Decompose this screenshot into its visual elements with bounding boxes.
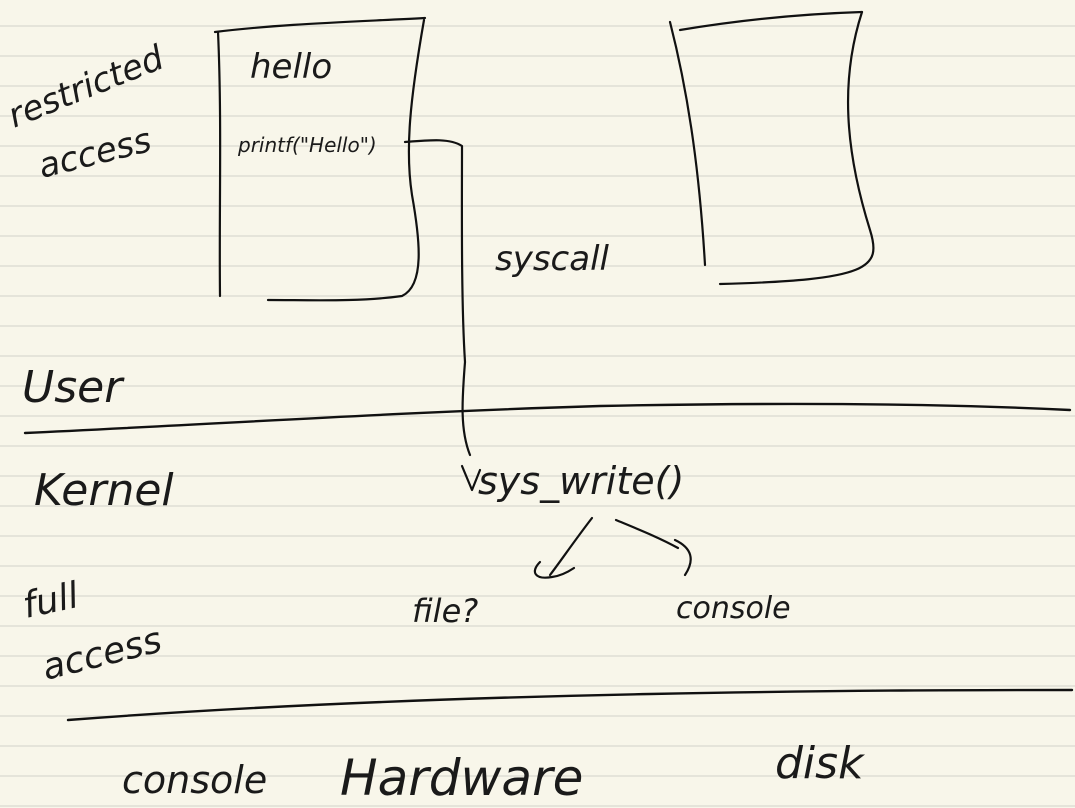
second-program-box (668, 10, 875, 286)
user-layer-label: User (22, 362, 125, 413)
branch-file-label: file? (412, 592, 478, 630)
full-label: full (19, 575, 82, 627)
notebook-ruled-lines (0, 25, 1075, 807)
syscall-label: syscall (495, 239, 610, 279)
kernel-layer-label: Kernel (34, 465, 174, 516)
hello-program-code: printf("Hello") (237, 133, 377, 157)
hardware-label: Hardware (340, 749, 583, 807)
hello-program-title: hello (250, 47, 332, 87)
user-kernel-boundary (23, 402, 1072, 435)
branch-console-label: console (676, 591, 791, 626)
restricted-access-label: access (35, 120, 156, 187)
hello-program-box: hello printf("Hello") (213, 16, 427, 302)
syscall-arrival-tick (460, 464, 482, 492)
kernel-hardware-boundary (66, 688, 1074, 722)
sys-write-function: sys_write() (478, 459, 684, 503)
hardware-console-label: console (122, 758, 267, 802)
branch-to-file-arrow (533, 516, 594, 579)
full-access-label: access (38, 620, 166, 689)
syscall-arrow (403, 139, 472, 457)
hardware-disk-label: disk (775, 738, 865, 789)
branch-to-console-arrow (614, 518, 692, 577)
